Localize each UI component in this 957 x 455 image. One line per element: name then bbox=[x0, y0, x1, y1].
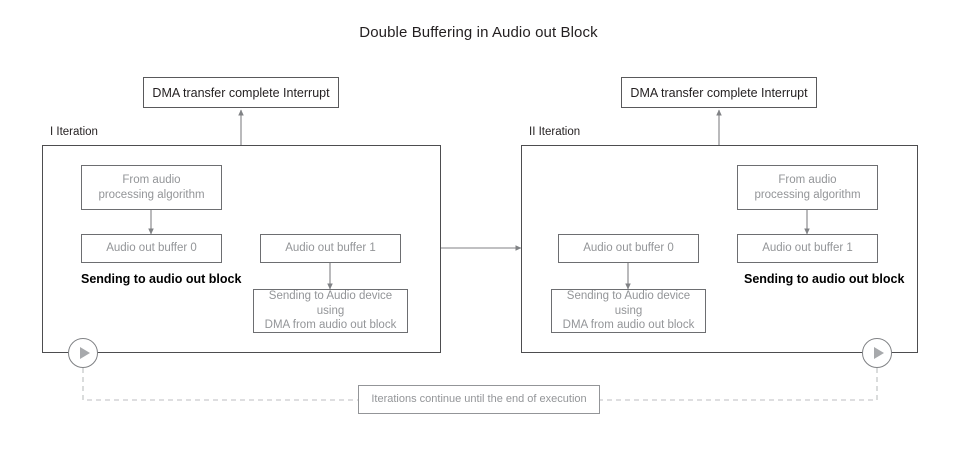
play-icon[interactable] bbox=[68, 338, 98, 368]
iteration-group-1 bbox=[42, 145, 441, 353]
source-box-line-2: processing algorithm bbox=[754, 188, 861, 201]
loop-dashed-path-right bbox=[600, 368, 878, 401]
dma-send-line-2: DMA from audio out block bbox=[562, 319, 695, 332]
page-title: Double Buffering in Audio out Block bbox=[359, 24, 598, 41]
dma-send-box-2: Sending to Audio device using DMA from a… bbox=[551, 289, 706, 333]
footer-note-box: Iterations continue until the end of exe… bbox=[358, 385, 600, 414]
source-box-1: From audio processing algorithm bbox=[81, 165, 222, 210]
buffer-label: Audio out buffer 1 bbox=[285, 242, 376, 255]
sending-label-2: Sending to audio out block bbox=[744, 272, 905, 286]
footer-note-label: Iterations continue until the end of exe… bbox=[371, 393, 587, 406]
interrupt-box-label: DMA transfer complete Interrupt bbox=[152, 85, 330, 100]
iteration-group-2 bbox=[521, 145, 918, 353]
source-box-line-2: processing algorithm bbox=[98, 188, 205, 201]
source-box-line-1: From audio bbox=[122, 173, 181, 186]
play-triangle-icon bbox=[873, 347, 884, 359]
buffer-label: Audio out buffer 0 bbox=[106, 242, 197, 255]
dma-send-line-2: DMA from audio out block bbox=[264, 319, 397, 332]
play-triangle-icon bbox=[79, 347, 90, 359]
interrupt-box-2: DMA transfer complete Interrupt bbox=[621, 77, 817, 108]
interrupt-box-label: DMA transfer complete Interrupt bbox=[630, 85, 808, 100]
buffer-label: Audio out buffer 1 bbox=[762, 242, 853, 255]
buffer-filling-box-1: Audio out buffer 0 bbox=[81, 234, 222, 263]
dma-send-box-1: Sending to Audio device using DMA from a… bbox=[253, 289, 408, 333]
dma-send-line-1: Sending to Audio device using bbox=[566, 289, 691, 317]
play-icon[interactable] bbox=[862, 338, 892, 368]
sending-label-1: Sending to audio out block bbox=[81, 272, 242, 286]
buffer-draining-box-1: Audio out buffer 1 bbox=[260, 234, 401, 263]
loop-dashed-path-left bbox=[82, 368, 358, 401]
source-box-line-1: From audio bbox=[778, 173, 837, 186]
buffer-label: Audio out buffer 0 bbox=[583, 242, 674, 255]
iteration-label-1: I Iteration bbox=[50, 126, 98, 138]
iteration-label-2: II Iteration bbox=[529, 126, 581, 138]
buffer-draining-box-2: Audio out buffer 0 bbox=[558, 234, 699, 263]
source-box-2: From audio processing algorithm bbox=[737, 165, 878, 210]
dma-send-line-1: Sending to Audio device using bbox=[268, 289, 393, 317]
buffer-filling-box-2: Audio out buffer 1 bbox=[737, 234, 878, 263]
interrupt-box-1: DMA transfer complete Interrupt bbox=[143, 77, 339, 108]
